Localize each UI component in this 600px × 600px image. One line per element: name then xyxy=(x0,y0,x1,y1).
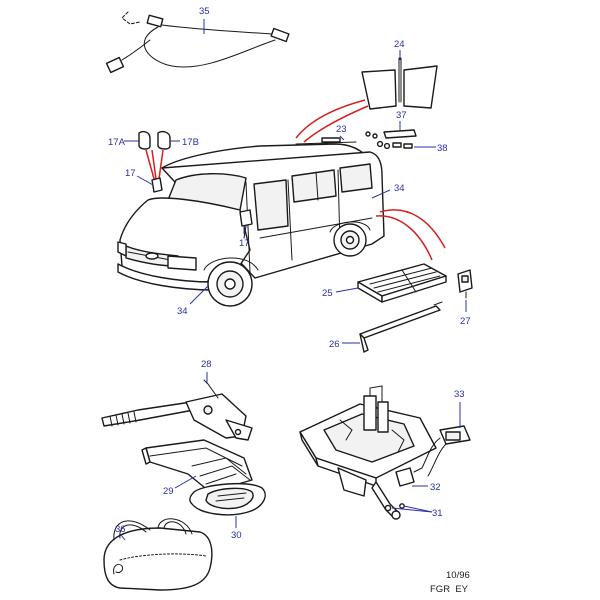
wiring-harness-part-35 xyxy=(105,11,290,74)
bracket-part-27 xyxy=(457,269,473,299)
callout-23: 23 xyxy=(336,124,347,135)
clip-part-31 xyxy=(384,503,405,512)
van-body xyxy=(117,137,385,307)
gear-shift-mechanism xyxy=(299,385,437,520)
callout-17-mirror: 17 xyxy=(239,238,250,249)
callout-36: 36 xyxy=(115,524,126,535)
mirror-housing-left xyxy=(151,177,163,193)
callout-17-left: 17 xyxy=(125,168,136,179)
callout-17a: 17A xyxy=(108,137,126,148)
rear-trim-panels-part-24 xyxy=(361,57,438,110)
mirror-glass-part-17a xyxy=(138,130,151,150)
callout-32: 32 xyxy=(430,482,441,493)
footer-date: 10/96 xyxy=(446,570,470,581)
connector-part-32 xyxy=(395,467,415,487)
callout-34-front: 34 xyxy=(177,306,188,317)
shift-module-part-33 xyxy=(413,425,471,477)
footer-code: FGR EY xyxy=(430,584,469,595)
callout-24: 24 xyxy=(394,39,405,50)
mirror-glass-part-17b xyxy=(157,130,171,150)
callout-27: 27 xyxy=(460,316,471,327)
callout-28: 28 xyxy=(201,359,212,370)
callout-34-side: 34 xyxy=(394,183,405,194)
handbrake-lever-part-28 xyxy=(101,379,253,441)
callout-29: 29 xyxy=(163,486,174,497)
callout-37: 37 xyxy=(396,110,407,121)
clips-part-38 xyxy=(365,131,413,150)
callout-25: 25 xyxy=(322,288,333,299)
side-step-part-25 xyxy=(357,263,447,303)
callout-31: 31 xyxy=(432,508,443,519)
callout-26: 26 xyxy=(329,339,340,350)
callout-17b: 17B xyxy=(182,137,199,148)
trim-strip-part-37 xyxy=(383,121,417,139)
callout-33: 33 xyxy=(454,389,465,400)
gaiter-retainer-part-30 xyxy=(189,483,266,516)
callout-30: 30 xyxy=(231,530,242,541)
callout-38: 38 xyxy=(437,143,448,154)
step-rod-part-26 xyxy=(359,301,443,353)
callout-35: 35 xyxy=(199,6,210,17)
tool-bag-part-36 xyxy=(103,518,213,591)
